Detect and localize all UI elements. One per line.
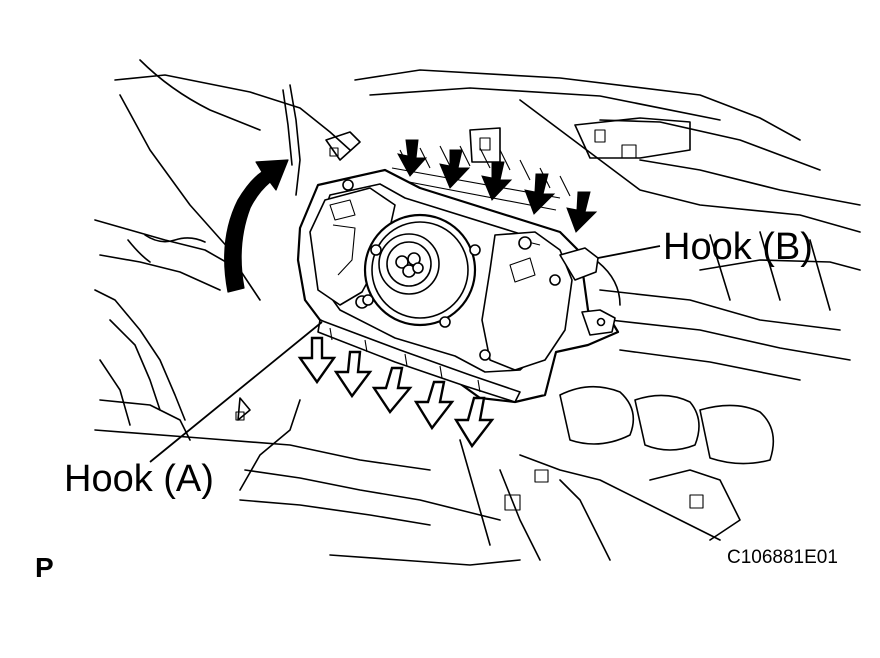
release-arrow-1 <box>297 336 337 385</box>
hook-a-leader <box>149 321 323 463</box>
press-arrows <box>397 139 598 233</box>
rotation-arrow-icon <box>224 159 289 293</box>
press-arrow-4 <box>524 173 556 215</box>
hook-b-leader <box>597 245 661 259</box>
figure-code: C106881E01 <box>727 547 838 568</box>
press-arrow-3 <box>481 161 513 201</box>
module-assembly <box>296 168 621 404</box>
press-arrow-2 <box>439 149 471 189</box>
dashboard-structure <box>94 59 861 566</box>
press-arrow-5 <box>566 191 598 233</box>
hook-a-label: Hook (A) <box>64 458 214 500</box>
hook-b-label: Hook (B) <box>663 226 813 268</box>
press-arrow-1 <box>397 139 428 177</box>
release-arrow-3 <box>371 366 413 415</box>
release-arrow-5 <box>453 396 495 449</box>
release-arrows <box>297 336 495 449</box>
page-letter: P <box>35 552 54 583</box>
release-arrow-4 <box>413 380 455 431</box>
release-arrow-2 <box>333 350 373 399</box>
